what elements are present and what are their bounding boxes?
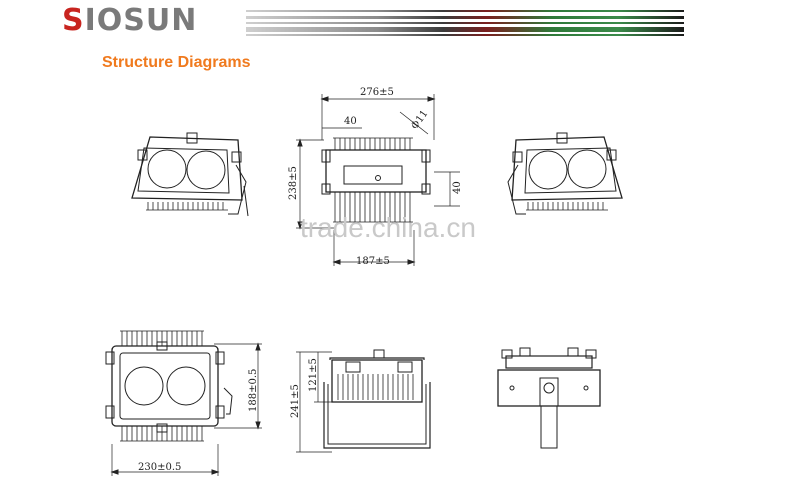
rear-view (497, 347, 601, 449)
perspective-view-left (131, 132, 249, 217)
dim-front-height: 188±0.5 (248, 369, 259, 412)
dim-side-hole: Φ11 (409, 108, 430, 131)
dim-side-offset: 40 (344, 116, 357, 127)
dim-side-height: 238±5 (288, 166, 299, 200)
banner-graphic (246, 6, 684, 38)
dim-side-top-width: 276±5 (360, 87, 394, 98)
dim-bottom-inner: 121±5 (308, 358, 319, 392)
dim-side-right: 40 (452, 181, 463, 194)
logo-letter-s: S (62, 2, 85, 38)
dim-bottom-outer: 241±5 (290, 384, 301, 418)
watermark: trade.china.cn (300, 212, 476, 243)
logo-text: IOSUN (84, 2, 198, 38)
bracket-view (296, 349, 431, 453)
side-view (296, 94, 460, 266)
perspective-view-right (507, 132, 623, 215)
header-banner (246, 6, 684, 38)
dim-side-bottom: 187±5 (356, 256, 390, 267)
dim-front-width: 230±0.5 (138, 462, 181, 473)
section-title: Structure Diagrams (102, 54, 251, 71)
front-view (105, 330, 262, 476)
